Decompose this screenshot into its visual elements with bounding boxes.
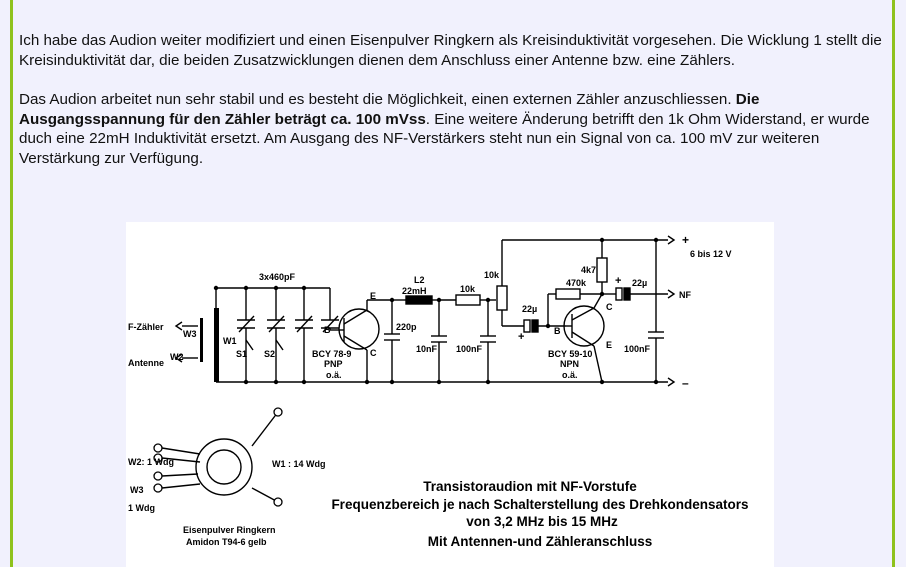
output-cap-plus: + xyxy=(615,275,621,287)
core-type-label: Amidon T94-6 gelb xyxy=(186,537,267,547)
antenne-label: Antenne xyxy=(128,358,164,368)
title-line-4: Mit Antennen-und Zähleranschluss xyxy=(428,534,653,549)
l2-value-label: 22mH xyxy=(402,286,427,296)
schematic-image: + 6 bis 12 V – NF 3x460pF L2 22mH 10k 10… xyxy=(126,222,774,567)
supply-voltage-label: 6 bis 12 V xyxy=(690,249,732,259)
t2-collector-label: C xyxy=(606,302,613,312)
wires xyxy=(161,235,676,503)
c-100nf-1-label: 100nF xyxy=(456,344,483,354)
r-10k-pot-label: 10k xyxy=(484,270,500,280)
supply-plus-label: + xyxy=(682,233,689,247)
cap-bank-label: 3x460pF xyxy=(259,272,296,282)
s1-label: S1 xyxy=(236,349,247,359)
w1-label: W1 xyxy=(223,336,237,346)
c-100nf-2-label: 100nF xyxy=(624,344,651,354)
schematic-svg: + 6 bis 12 V – NF 3x460pF L2 22mH 10k 10… xyxy=(128,233,749,549)
t2-base-label: B xyxy=(554,326,561,336)
coupling-cap-plus: + xyxy=(518,331,524,343)
core-name-label: Eisenpulver Ringkern xyxy=(183,525,276,535)
paragraph-2-end: . Eine weitere Änderung betrifft den 1k … xyxy=(19,110,870,167)
nf-output-label: NF xyxy=(679,290,691,300)
w2-label: W2 xyxy=(170,352,184,362)
t1-type-label: BCY 78-9 xyxy=(312,349,351,359)
t2-equiv-label: o.ä. xyxy=(562,370,578,380)
c-22u-output-label: 22µ xyxy=(632,278,647,288)
terminals xyxy=(153,407,283,507)
t1-equiv-label: o.ä. xyxy=(326,370,342,380)
paragraph-counter: Das Audion arbeitet nun sehr stabil und … xyxy=(19,90,887,168)
right-frame-border xyxy=(892,0,906,567)
toroid-w2-label: W2: 1 Wdg xyxy=(128,457,174,467)
title-line-2: Frequenzbereich je nach Schalterstellung… xyxy=(331,497,748,512)
s2-label: S2 xyxy=(264,349,275,359)
r-10k-series-label: 10k xyxy=(460,284,476,294)
title-line-3: von 3,2 MHz bis 15 MHz xyxy=(466,514,618,529)
paragraph-1-text: Ich habe das Audion weiter modifiziert u… xyxy=(19,32,882,69)
f-zaehler-label: F-Zähler xyxy=(128,322,164,332)
c-22u-coupling-label: 22µ xyxy=(522,304,537,314)
r-470k-label: 470k xyxy=(566,278,587,288)
fixed-marks xyxy=(200,237,659,385)
r-4k7-label: 4k7 xyxy=(581,265,596,275)
toroid-w3-label: W3 xyxy=(130,485,144,495)
c-220p-label: 220p xyxy=(396,322,417,332)
left-frame-border xyxy=(0,0,13,567)
l2-name-label: L2 xyxy=(414,275,425,285)
title-line-1: Transistoraudion mit NF-Vorstufe xyxy=(423,479,637,494)
t1-collector-label: C xyxy=(370,348,377,358)
t1-base-label: B xyxy=(324,325,331,335)
t1-polarity-label: PNP xyxy=(324,359,343,369)
t2-type-label: BCY 59-10 xyxy=(548,349,592,359)
w3-label: W3 xyxy=(183,329,197,339)
t2-polarity-label: NPN xyxy=(560,359,579,369)
toroid-w3-turns-label: 1 Wdg xyxy=(128,503,155,513)
toroid-w1-label: W1 : 14 Wdg xyxy=(272,459,326,469)
t1-emitter-label: E xyxy=(370,291,376,301)
article-content: Ich habe das Audion weiter modifiziert u… xyxy=(19,31,887,188)
paragraph-2-start: Das Audion arbeitet nun sehr stabil und … xyxy=(19,91,736,108)
paragraph-toroid: Ich habe das Audion weiter modifiziert u… xyxy=(19,31,887,70)
supply-minus-label: – xyxy=(682,376,689,390)
paragraph-2-bold: Die Ausgangsspannung für den Zähler betr… xyxy=(19,91,760,128)
t2-emitter-label: E xyxy=(606,340,612,350)
c-10nf-label: 10nF xyxy=(416,344,438,354)
